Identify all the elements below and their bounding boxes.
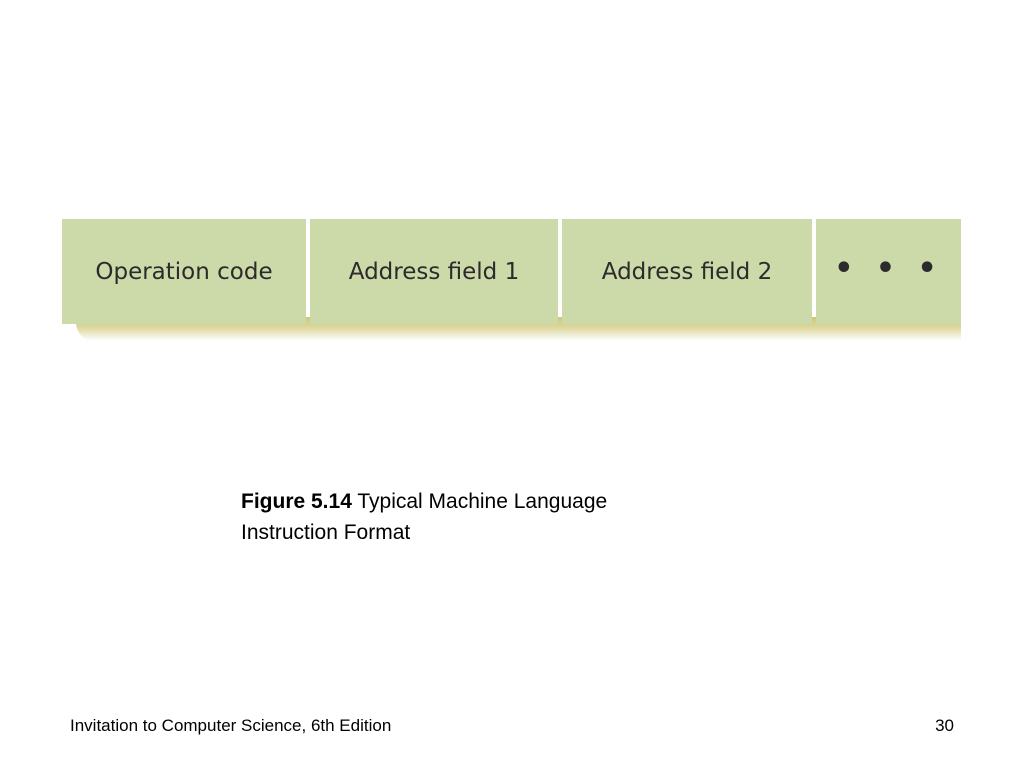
figure-caption: Figure 5.14 Typical Machine Language Ins…: [241, 486, 761, 548]
field-address-2: Address field 2: [562, 219, 812, 324]
instruction-fields-row: Operation code Address field 1 Address f…: [62, 219, 961, 324]
footer-book-title: Invitation to Computer Science, 6th Edit…: [70, 716, 392, 735]
caption-text-line2: Instruction Format: [241, 521, 411, 544]
field-operation-code: Operation code: [62, 219, 306, 324]
field-address-1: Address field 1: [310, 219, 558, 324]
figure-label: Figure 5.14: [241, 490, 352, 513]
footer-page-number: 30: [935, 716, 954, 735]
field-ellipsis: • • •: [816, 219, 961, 324]
instruction-format-diagram: Operation code Address field 1 Address f…: [62, 219, 961, 344]
caption-text-line1: Typical Machine Language: [351, 490, 608, 513]
